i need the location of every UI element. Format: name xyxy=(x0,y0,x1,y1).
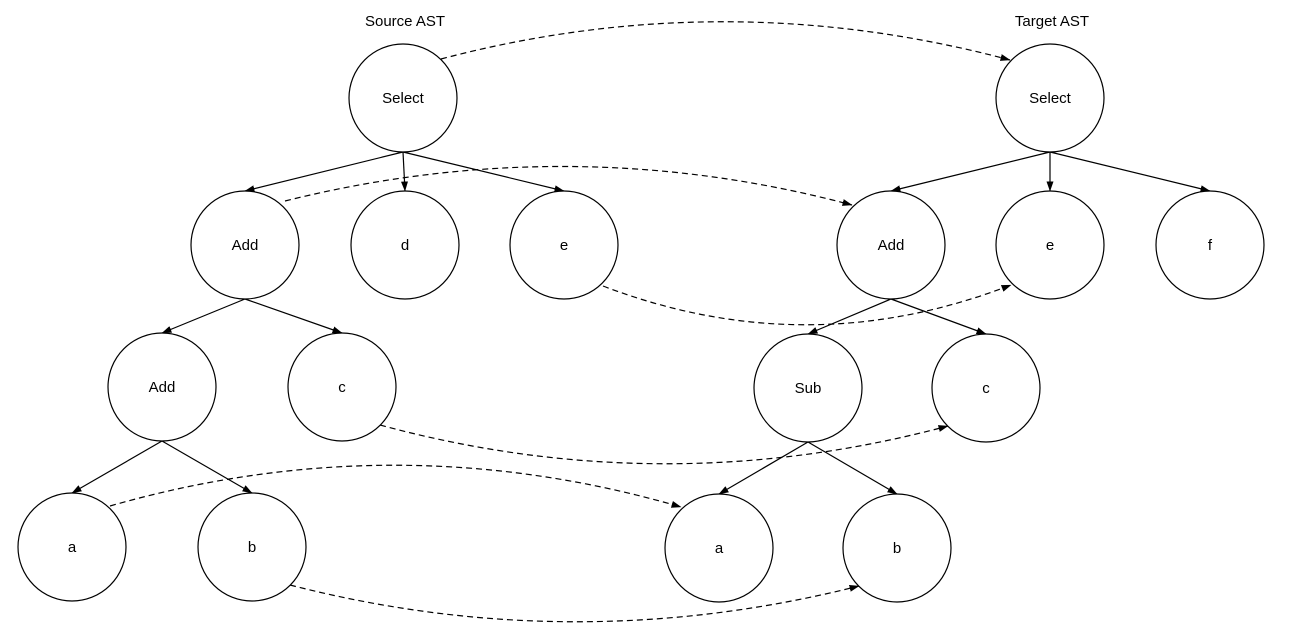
tree-edge-s-add1-s-c xyxy=(244,298,343,334)
node-circle xyxy=(842,493,952,603)
tree-edges-layer xyxy=(71,151,1211,495)
node-circle xyxy=(664,493,774,603)
node-s-d: d xyxy=(350,190,460,300)
node-circle xyxy=(836,190,946,300)
source-tree-title: Source AST xyxy=(365,13,445,30)
node-t-a: a xyxy=(664,493,774,603)
mapping-arrow-s-select-t-select xyxy=(440,21,1011,61)
tree-edge-t-select-t-f xyxy=(1049,151,1211,193)
node-label: Select xyxy=(382,90,425,107)
node-label: d xyxy=(401,237,409,254)
node-t-c: c xyxy=(931,333,1041,443)
node-label: Select xyxy=(1029,90,1072,107)
node-circle xyxy=(1155,190,1265,300)
node-s-add2: Add xyxy=(107,332,217,442)
node-circle xyxy=(190,190,300,300)
tree-edge-t-select-t-add xyxy=(890,151,1051,193)
node-t-f: f xyxy=(1155,190,1265,300)
node-label: f xyxy=(1208,237,1213,254)
tree-edge-t-add-t-c xyxy=(890,298,987,335)
node-s-e: e xyxy=(509,190,619,300)
node-circle xyxy=(931,333,1041,443)
node-t-b: b xyxy=(842,493,952,603)
node-s-add1: Add xyxy=(190,190,300,300)
node-t-sub: Sub xyxy=(753,333,863,443)
target-tree-title: Target AST xyxy=(1015,13,1089,30)
node-label: a xyxy=(68,539,77,556)
node-t-add: Add xyxy=(836,190,946,300)
mapping-arrow-s-e-t-e xyxy=(602,284,1012,326)
mapping-arrows-layer xyxy=(109,21,1012,623)
node-s-c: c xyxy=(287,332,397,442)
node-s-b: b xyxy=(197,492,307,602)
node-label: c xyxy=(982,380,990,397)
tree-edge-s-add2-s-b xyxy=(161,440,253,494)
mapping-arrow-s-add1-t-add xyxy=(284,165,853,206)
node-label: Add xyxy=(232,237,259,254)
node-s-select: Select xyxy=(348,43,458,153)
node-circle xyxy=(348,43,458,153)
tree-edge-s-select-s-add1 xyxy=(244,151,404,193)
node-t-select: Select xyxy=(995,43,1105,153)
node-label: Add xyxy=(878,237,905,254)
node-circle xyxy=(197,492,307,602)
node-circle xyxy=(350,190,460,300)
node-circle xyxy=(995,190,1105,300)
mapping-arrow-s-b-t-b xyxy=(289,584,860,623)
node-label: e xyxy=(1046,237,1054,254)
node-label: Add xyxy=(149,379,176,396)
tree-edge-s-select-s-e xyxy=(402,151,565,193)
mapping-arrow-s-c-t-c xyxy=(379,424,949,465)
node-label: b xyxy=(248,539,256,556)
node-circle xyxy=(509,190,619,300)
node-s-a: a xyxy=(17,492,127,602)
node-label: c xyxy=(338,379,346,396)
tree-edge-t-sub-t-b xyxy=(807,441,898,495)
node-t-e: e xyxy=(995,190,1105,300)
tree-edge-t-add-t-sub xyxy=(807,298,892,335)
node-circle xyxy=(995,43,1105,153)
node-circle xyxy=(17,492,127,602)
node-label: e xyxy=(560,237,568,254)
tree-edge-s-add1-s-add2 xyxy=(161,298,246,334)
tree-edge-s-select-s-d xyxy=(401,151,409,192)
node-circle xyxy=(287,332,397,442)
node-circle xyxy=(753,333,863,443)
tree-edge-s-add2-s-a xyxy=(71,440,163,494)
node-label: a xyxy=(715,540,724,557)
node-label: Sub xyxy=(795,380,822,397)
tree-edge-t-sub-t-a xyxy=(718,441,809,495)
mapping-arrow-s-a-t-a xyxy=(109,464,682,508)
node-circle xyxy=(107,332,217,442)
node-label: b xyxy=(893,540,901,557)
